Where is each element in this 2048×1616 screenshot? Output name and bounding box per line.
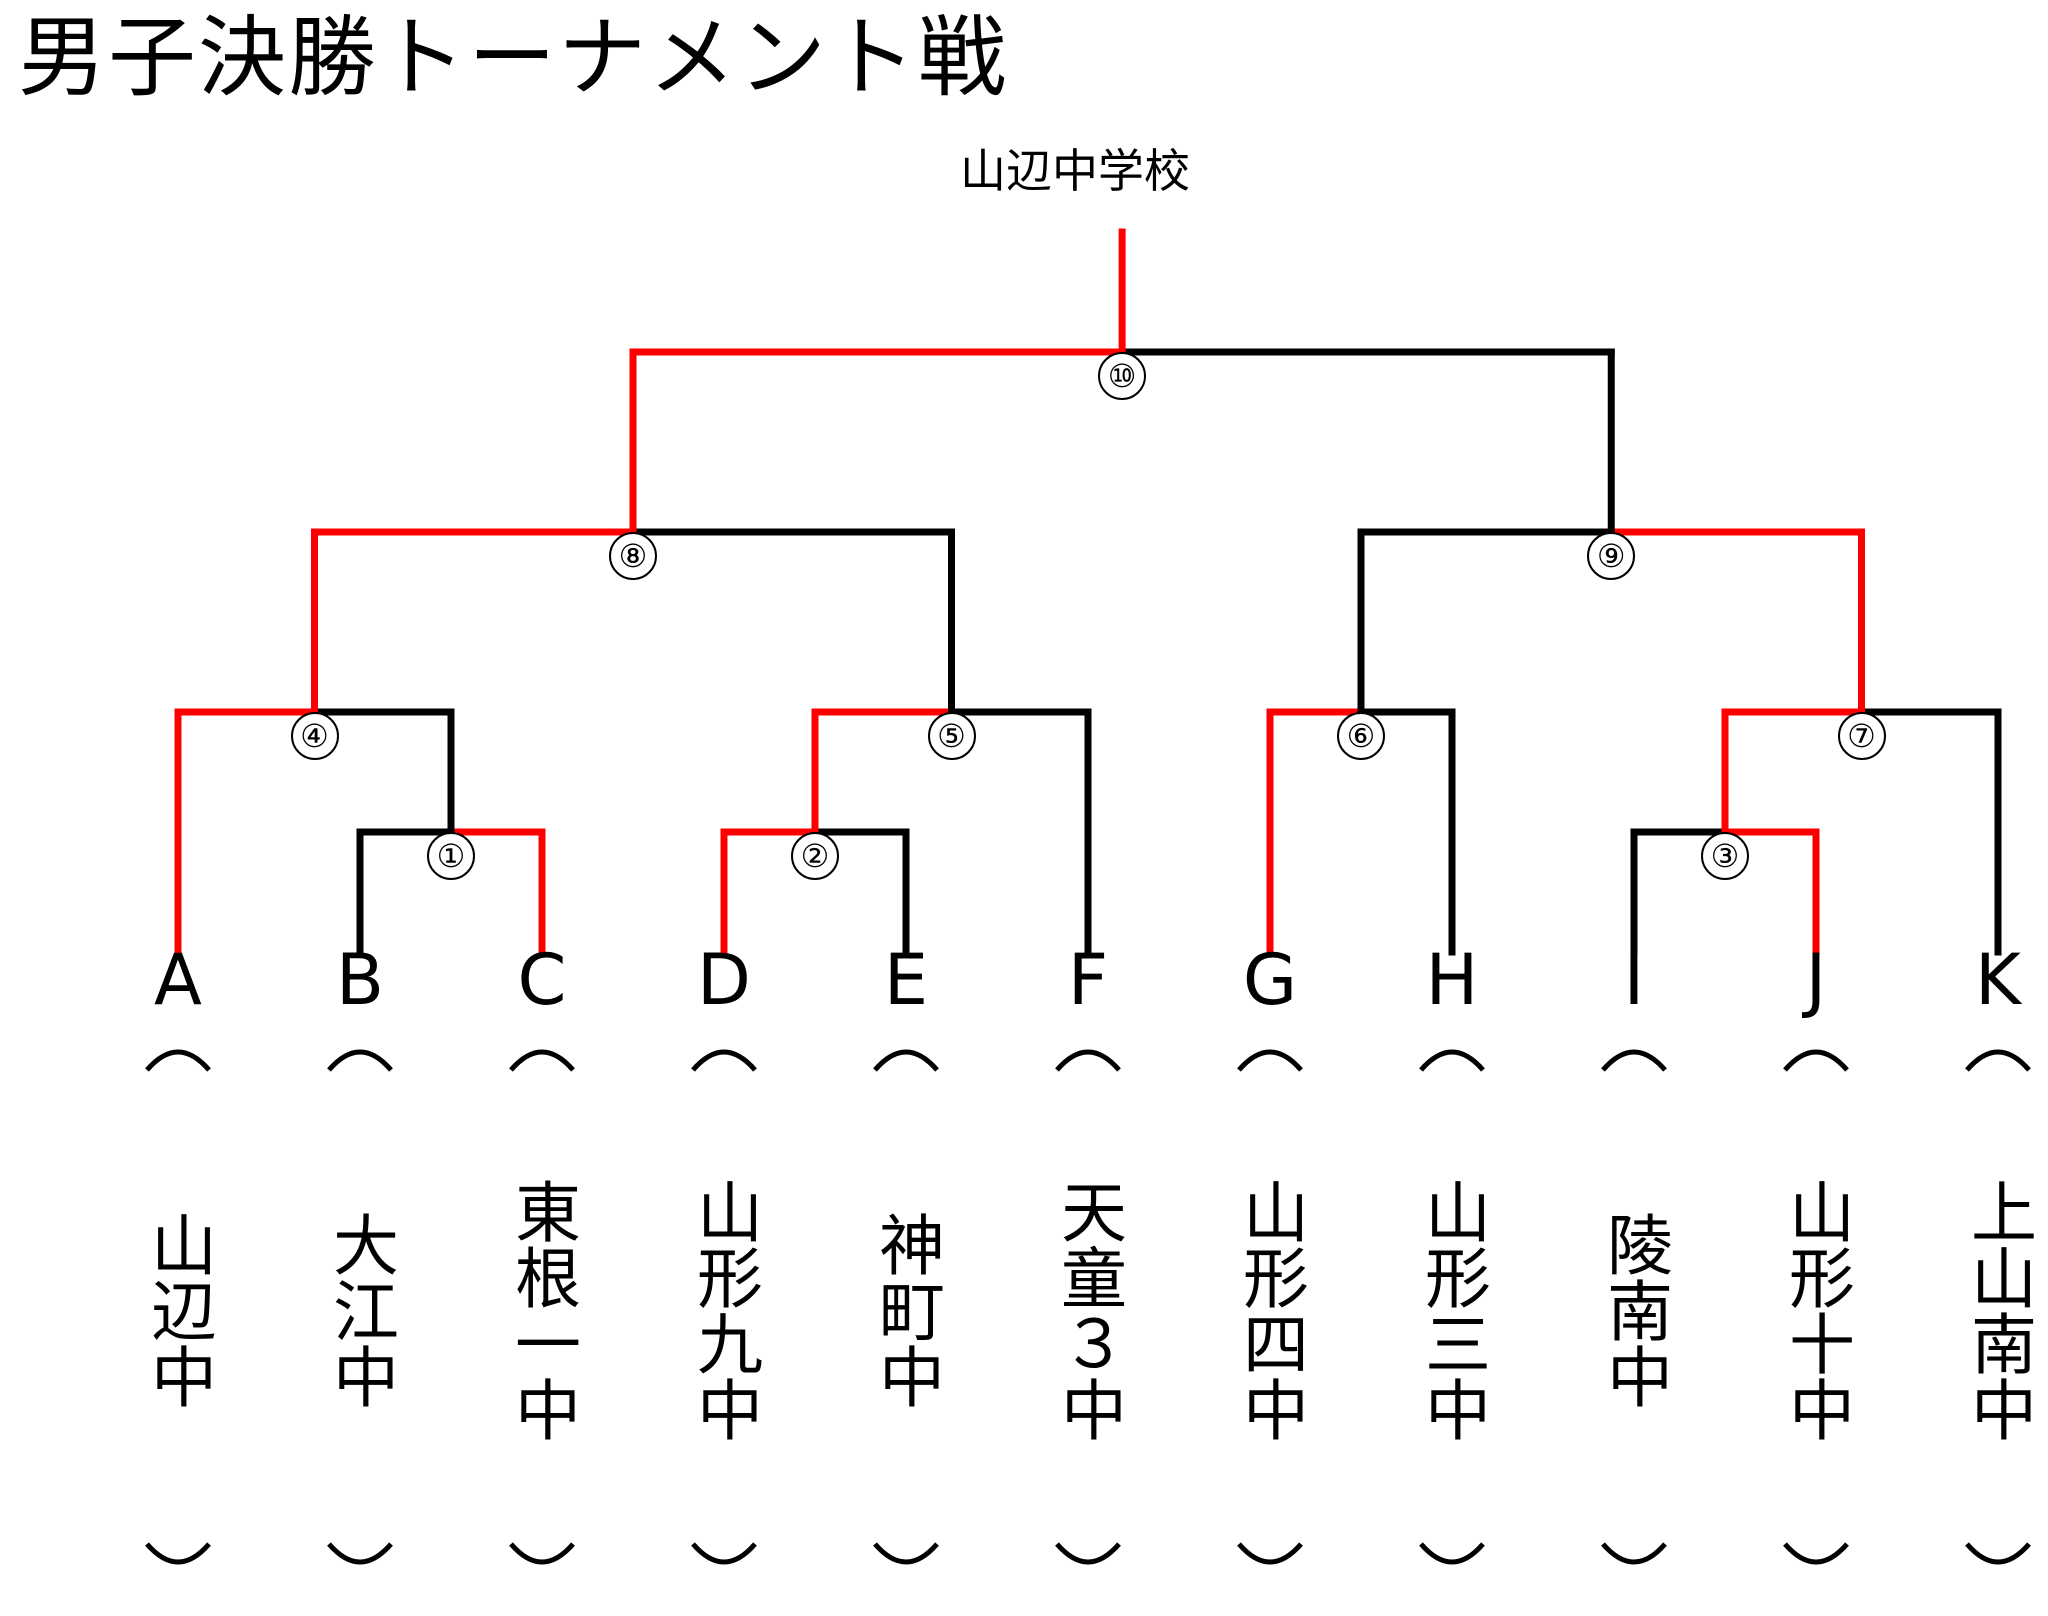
match-number-badge: ①: [427, 832, 475, 880]
match-number-badge: ②: [791, 832, 839, 880]
close-paren: [1601, 1542, 1667, 1565]
open-paren: [509, 1049, 575, 1072]
close-paren: [1783, 1542, 1849, 1565]
team-name: 神町中: [868, 1211, 945, 1409]
team-name: 山形四中: [1232, 1178, 1309, 1442]
match-number-badge: ⑥: [1337, 712, 1385, 760]
team-letter: E: [883, 939, 929, 1021]
close-paren: [691, 1542, 757, 1565]
match-number-badge: ⑤: [927, 712, 976, 760]
team-letter: I: [1623, 939, 1645, 1021]
team-name: 山辺中: [140, 1211, 217, 1409]
page-title: 男子決勝トーナメント戦: [18, 6, 1009, 109]
team-name: 大江中: [322, 1211, 399, 1409]
team-letter: G: [1242, 939, 1298, 1021]
team-name: 山形三中: [1414, 1178, 1491, 1442]
match-number-badge: ⑧: [609, 532, 657, 580]
open-paren: [691, 1049, 757, 1072]
team-letter: H: [1425, 939, 1479, 1021]
close-paren: [1237, 1542, 1303, 1565]
team-name: 山形九中: [686, 1178, 763, 1442]
match-number-badge: ⑨: [1587, 532, 1636, 580]
close-paren: [873, 1542, 939, 1565]
team-letter: A: [154, 939, 202, 1021]
match-number-badge: ⑦: [1837, 712, 1886, 760]
team-name: 陵南中: [1596, 1211, 1673, 1409]
team-name: 天童３中: [1050, 1178, 1127, 1442]
close-paren: [327, 1542, 393, 1565]
open-paren: [145, 1049, 211, 1072]
close-paren: [145, 1542, 211, 1565]
match-number-badge: ⑩: [1098, 352, 1147, 400]
match-number-badge: ④: [290, 712, 339, 760]
open-paren: [1419, 1049, 1485, 1072]
close-paren: [1055, 1542, 1121, 1565]
close-paren: [1419, 1542, 1485, 1565]
close-paren: [509, 1542, 575, 1565]
team-letter: F: [1067, 939, 1109, 1021]
open-paren: [1055, 1049, 1121, 1072]
close-paren: [1965, 1542, 2031, 1565]
open-paren: [1965, 1049, 2031, 1072]
team-letter: D: [697, 939, 751, 1021]
open-paren: [1237, 1049, 1303, 1072]
match-number-badge: ③: [1701, 832, 1749, 880]
open-paren: [327, 1049, 393, 1072]
team-letter: J: [1805, 939, 1827, 1021]
team-letter: B: [335, 939, 385, 1021]
open-paren: [1783, 1049, 1849, 1072]
team-name: 山形十中: [1778, 1178, 1855, 1442]
team-letter: C: [517, 939, 567, 1021]
team-name: 上山南中: [1960, 1178, 2037, 1442]
team-name: 東根一中: [504, 1178, 581, 1442]
open-paren: [873, 1049, 939, 1072]
open-paren: [1601, 1049, 1667, 1072]
team-letter: K: [1975, 939, 2021, 1021]
champion-label: 山辺中学校: [960, 144, 1190, 198]
